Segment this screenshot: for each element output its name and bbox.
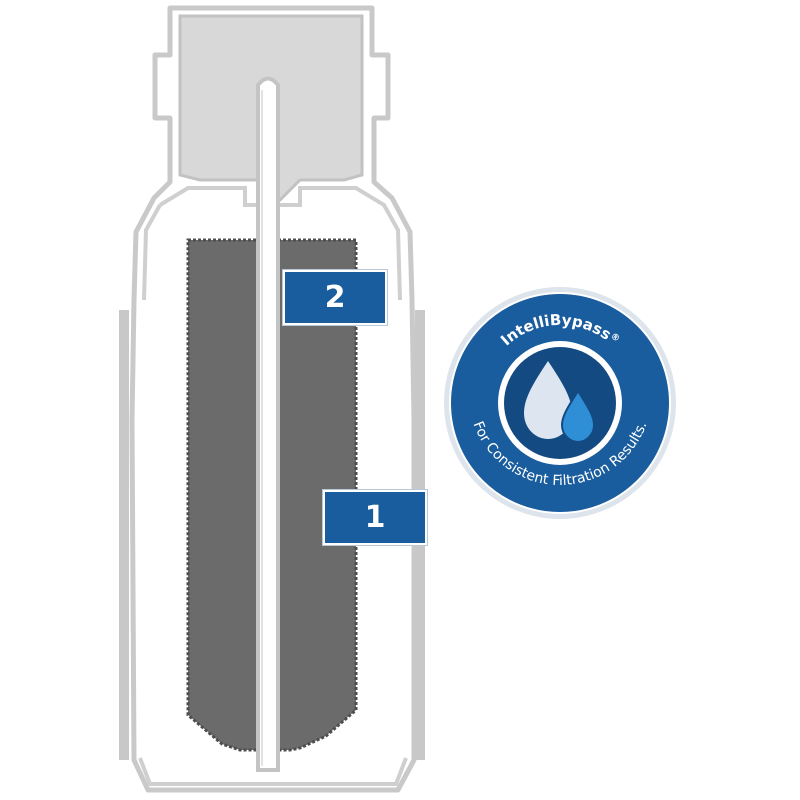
cartridge-shoulder <box>158 186 402 301</box>
stage-label-1: 1 <box>323 490 427 545</box>
intellibypass-badge: IntelliBypass® For Consistent Filtration… <box>444 287 676 519</box>
cartridge-base <box>138 757 408 786</box>
water-drops-icon <box>524 361 596 444</box>
stage-label-2: 2 <box>283 270 387 325</box>
cartridge-shoulder-left <box>142 204 162 301</box>
